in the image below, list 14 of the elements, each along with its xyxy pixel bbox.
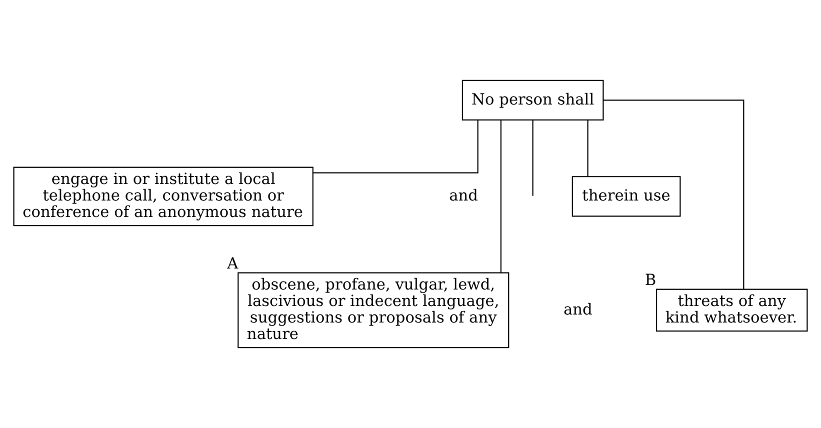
label: and — [563, 300, 592, 318]
node-box: therein use — [572, 176, 681, 217]
connector — [313, 120, 478, 174]
node-box: threats of any kind whatsoever. — [656, 288, 808, 332]
node-box: engage in or institute a local telephone call, conversation or conference of an anonymous nature — [13, 166, 314, 226]
label: and — [449, 186, 478, 204]
connector — [603, 100, 744, 290]
connector — [500, 120, 502, 273]
node-box: obscene, profane, vulgar, lewd, lascivious or indecent language, suggestions or proposals of any nature — [238, 272, 510, 348]
connector — [532, 120, 534, 196]
node-box: No person shall — [462, 80, 604, 121]
node-label: B — [644, 271, 656, 290]
connector — [587, 120, 588, 176]
node-label: A — [227, 254, 238, 273]
